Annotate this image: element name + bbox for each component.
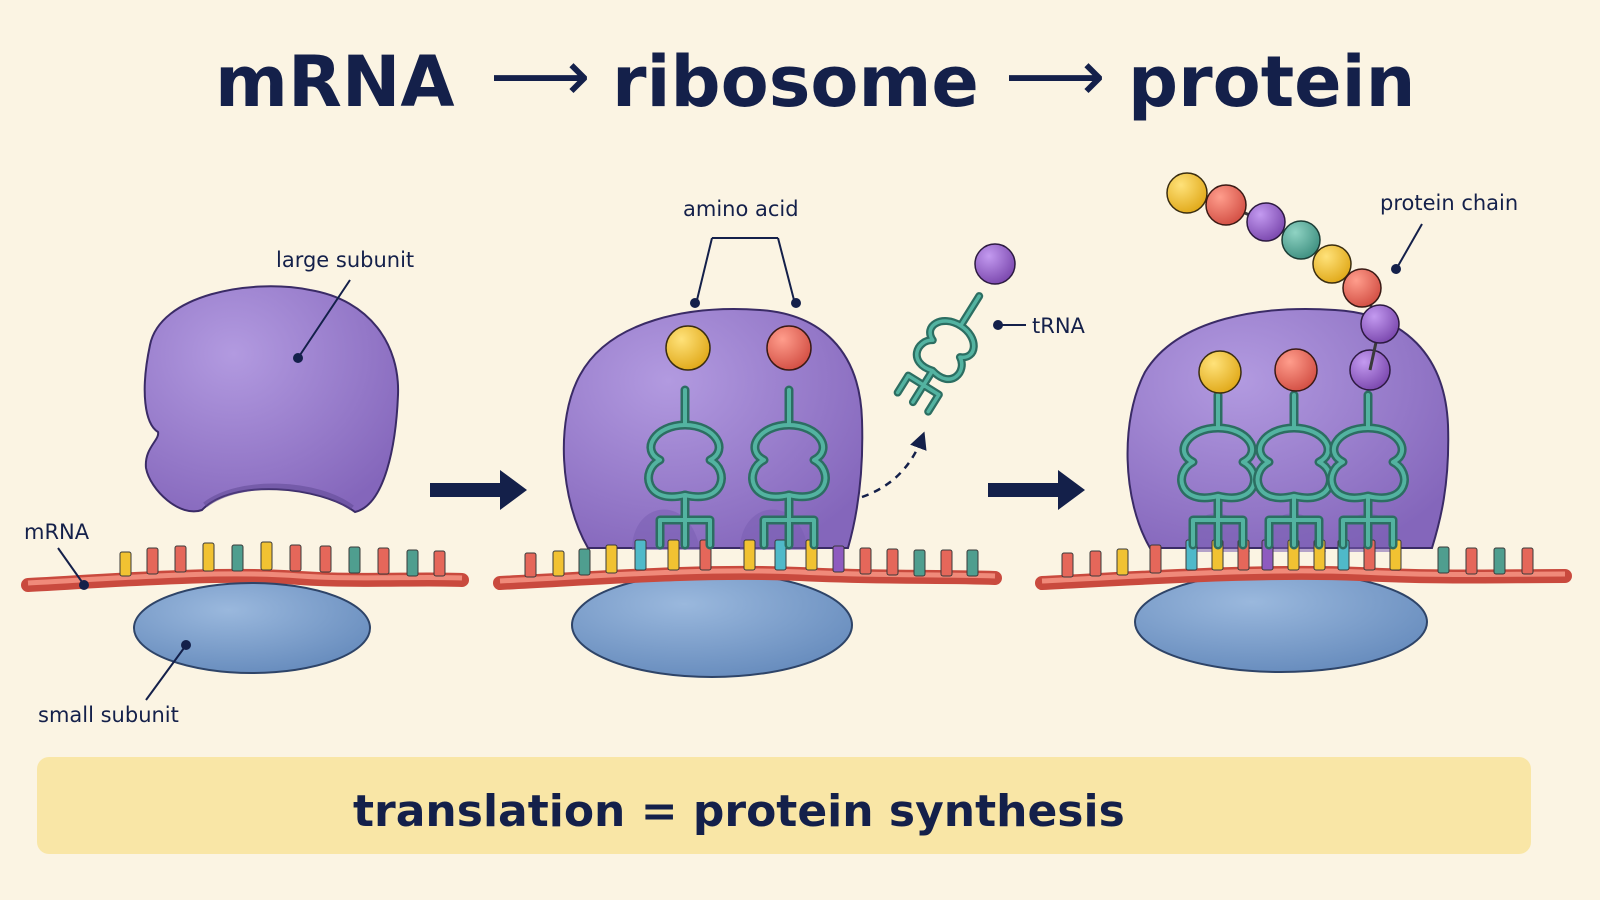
title-arrow-1: ⟶ <box>490 35 590 117</box>
svg-text:protein chain: protein chain <box>1380 191 1518 215</box>
caption-box: translation = protein synthesis <box>37 757 1531 854</box>
svg-text:small subunit: small subunit <box>38 703 179 727</box>
label-small-subunit: small subunit <box>38 640 191 727</box>
svg-text:tRNA: tRNA <box>1032 314 1086 338</box>
label-large-subunit: large subunit <box>276 248 414 363</box>
arrow-right-icon <box>430 470 527 510</box>
large-subunit-stage2 <box>562 308 864 549</box>
trna-stage3-2-fill <box>1255 393 1333 547</box>
amino-acid-violet-free <box>974 243 1016 285</box>
small-subunit-stage1 <box>133 582 371 674</box>
mrna-bases-stage1 <box>119 541 446 577</box>
amino-acid-yellow-stage2 <box>665 325 711 371</box>
title-mrna: mRNA <box>215 41 455 123</box>
mrna-strand-stage2 <box>493 565 1002 590</box>
svg-text:large subunit: large subunit <box>276 248 414 272</box>
free-trna <box>893 292 984 416</box>
amino-acid-red-stage3 <box>1274 348 1318 392</box>
trna-stage2-2-fill <box>750 388 828 547</box>
protein-chain <box>1166 172 1400 371</box>
mrna-bases-stage2 <box>524 539 979 578</box>
stage-1-separated-subunits: large subunit mRNA small subunit <box>21 248 469 727</box>
title-ribosome: ribosome <box>612 41 979 123</box>
amino-acid-yellow-stage3 <box>1198 350 1242 394</box>
small-subunit-stage3 <box>1134 571 1428 673</box>
stage-3-protein-elongation: protein chain <box>1035 172 1572 673</box>
dashed-curved-arrow-icon <box>861 431 927 499</box>
label-trna: tRNA <box>993 314 1086 338</box>
large-subunit-stage1 <box>143 285 400 514</box>
trna-stage2-1-fill <box>646 388 724 547</box>
svg-text:amino acid: amino acid <box>683 197 799 221</box>
small-subunit-stage2 <box>571 572 853 678</box>
trna-stage3-3-fill <box>1329 393 1407 547</box>
trna-stage3-1-fill <box>1179 393 1257 547</box>
label-mrna: mRNA <box>24 520 90 590</box>
title-protein: protein <box>1128 41 1416 123</box>
label-protein-chain: protein chain <box>1380 191 1518 274</box>
stage-2-assembled-ribosome: amino acid tRNA <box>493 197 1086 678</box>
arrow-right-icon-2 <box>988 470 1085 510</box>
page-title: mRNA ⟶ ribosome ⟶ protein <box>215 35 1416 123</box>
mrna-strand-stage1 <box>21 568 469 592</box>
svg-text:mRNA: mRNA <box>24 520 90 544</box>
amino-acid-red-stage2 <box>766 325 812 371</box>
caption-text: translation = protein synthesis <box>353 786 1125 837</box>
label-amino-acid: amino acid <box>683 197 801 308</box>
title-arrow-2: ⟶ <box>1005 35 1105 117</box>
